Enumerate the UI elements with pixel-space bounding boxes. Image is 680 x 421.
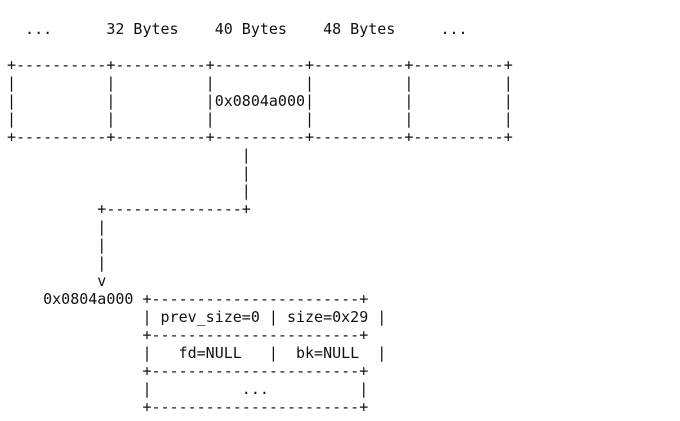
diagram-line: +---------------+: [7, 200, 251, 218]
diagram-line: | | | | | |: [7, 74, 513, 92]
diagram-line: | prev_size=0 | size=0x29 |: [7, 308, 386, 326]
diagram-line: +-----------------------+: [7, 362, 368, 380]
diagram-line: +-----------------------+: [7, 398, 368, 416]
diagram-line: |: [7, 146, 251, 164]
diagram-line: |: [7, 236, 106, 254]
diagram-line: |: [7, 218, 106, 236]
diagram-line: +-----------------------+: [7, 326, 368, 344]
diagram-line: | | |0x0804a000| | |: [7, 92, 513, 110]
diagram-line: | | | | | |: [7, 110, 513, 128]
diagram-line: v: [7, 272, 106, 290]
diagram-line: ... 32 Bytes 40 Bytes 48 Bytes ...: [7, 20, 468, 38]
diagram-line: |: [7, 182, 251, 200]
diagram-line: |: [7, 254, 106, 272]
diagram-line: | ... |: [7, 380, 368, 398]
diagram-line: 0x0804a000 +-----------------------+: [7, 290, 368, 308]
diagram-line: |: [7, 164, 251, 182]
diagram-line: +----------+----------+----------+------…: [7, 56, 513, 74]
diagram-line: | fd=NULL | bk=NULL |: [7, 344, 386, 362]
diagram-line: +----------+----------+----------+------…: [7, 128, 513, 146]
